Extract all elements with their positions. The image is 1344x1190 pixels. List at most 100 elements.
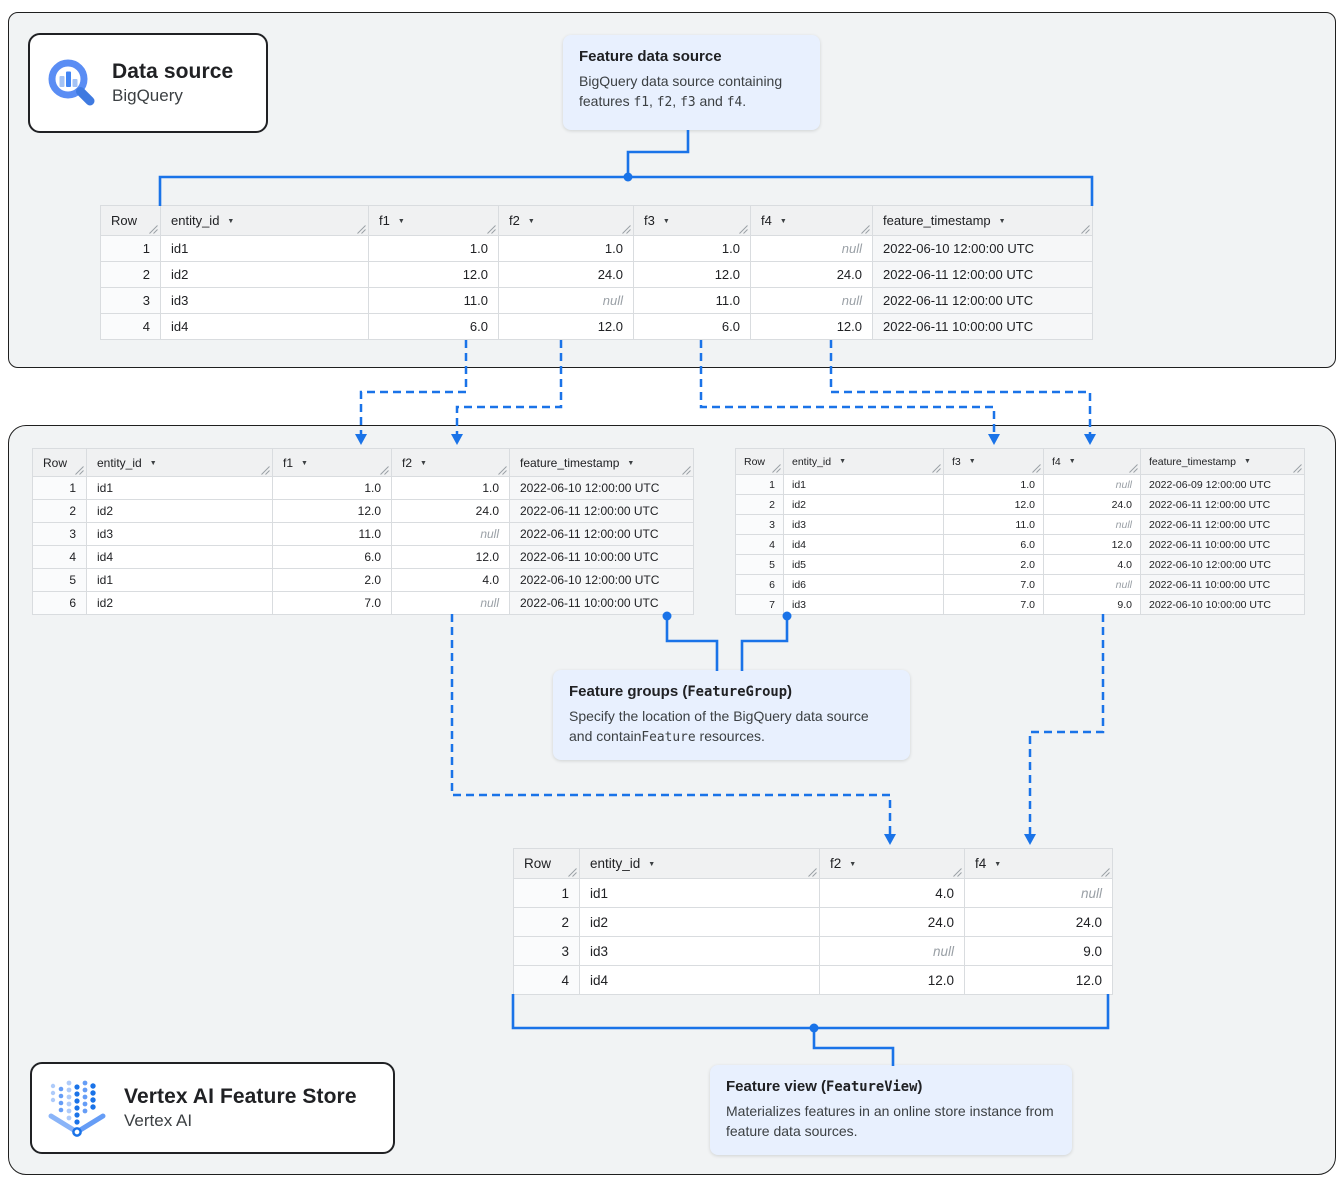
- column-header-f2[interactable]: f2▼: [819, 848, 965, 879]
- cell-Row: 2: [735, 494, 784, 515]
- column-header-f2[interactable]: f2▼: [498, 205, 634, 236]
- bigquery-magnifier-icon: [44, 55, 100, 111]
- resize-handle-icon[interactable]: [953, 868, 962, 877]
- plain-text: and: [695, 93, 727, 110]
- column-label: entity_id: [97, 455, 142, 470]
- column-label: entity_id: [171, 213, 220, 228]
- resize-handle-icon[interactable]: [498, 466, 507, 475]
- sort-arrow-icon[interactable]: ▼: [527, 218, 535, 225]
- resize-handle-icon[interactable]: [1081, 225, 1090, 234]
- sort-arrow-icon[interactable]: ▼: [839, 457, 847, 465]
- sort-arrow-icon[interactable]: ▼: [662, 218, 670, 225]
- cell-feature_timestamp: 2022-06-11 12:00:00 UTC: [509, 522, 694, 546]
- sort-arrow-icon[interactable]: ▼: [968, 457, 976, 465]
- cell-f4: null: [1043, 474, 1141, 495]
- resize-handle-icon[interactable]: [261, 466, 270, 475]
- plain-text: Feature groups (: [569, 683, 688, 700]
- cell-f4: null: [1043, 574, 1141, 595]
- cell-entity_id: id4: [579, 965, 820, 995]
- cell-f4: 24.0: [1043, 494, 1141, 515]
- resize-handle-icon[interactable]: [487, 225, 496, 234]
- sort-arrow-icon[interactable]: ▼: [1068, 457, 1076, 465]
- plain-text: .: [742, 93, 747, 110]
- sort-arrow-icon[interactable]: ▼: [420, 459, 427, 467]
- column-header-f2[interactable]: f2▼: [391, 448, 510, 477]
- plain-text: resources.: [695, 728, 765, 745]
- resize-handle-icon[interactable]: [622, 225, 631, 234]
- column-header-feature_timestamp[interactable]: feature_timestamp ▼: [1140, 448, 1305, 475]
- resize-handle-icon[interactable]: [149, 225, 158, 234]
- sort-arrow-icon[interactable]: ▼: [849, 861, 857, 868]
- cell-f1: 11.0: [272, 522, 392, 546]
- resize-handle-icon[interactable]: [932, 464, 941, 473]
- cell-feature_timestamp: 2022-06-11 10:00:00 UTC: [509, 591, 694, 615]
- sort-arrow-icon[interactable]: ▼: [397, 218, 405, 225]
- column-header-Row: Row: [100, 205, 161, 236]
- resize-handle-icon[interactable]: [739, 225, 748, 234]
- cell-f2: 24.0: [819, 907, 965, 937]
- sort-arrow-icon[interactable]: ▼: [994, 861, 1002, 868]
- column-header-f4[interactable]: f4▼: [964, 848, 1113, 879]
- column-header-feature_timestamp[interactable]: feature_timestamp ▼: [509, 448, 694, 477]
- resize-handle-icon[interactable]: [1032, 464, 1041, 473]
- cell-f2: 12.0: [391, 545, 510, 569]
- sort-arrow-icon[interactable]: ▼: [779, 218, 787, 225]
- cell-feature_timestamp: 2022-06-10 12:00:00 UTC: [1140, 554, 1305, 575]
- column-header-entity_id[interactable]: entity_id▼: [783, 448, 944, 475]
- sort-arrow-icon[interactable]: ▼: [227, 218, 235, 225]
- column-header-Row: Row: [735, 448, 784, 475]
- column-label: feature_timestamp: [1149, 455, 1236, 468]
- column-header-f3[interactable]: f3▼: [633, 205, 751, 236]
- resize-handle-icon[interactable]: [808, 868, 817, 877]
- column-header-entity_id[interactable]: entity_id ▼: [86, 448, 273, 477]
- cell-f4: null: [750, 235, 873, 262]
- cell-f3: 1.0: [633, 235, 751, 262]
- column-label: feature_timestamp: [520, 455, 620, 470]
- cell-f2: 12.0: [819, 965, 965, 995]
- column-header-f1[interactable]: f1▼: [272, 448, 392, 477]
- column-header-f4[interactable]: f4▼: [1043, 448, 1141, 475]
- plain-text: BigQuery data source containing features: [579, 73, 783, 110]
- resize-handle-icon[interactable]: [75, 466, 84, 475]
- card-subtitle: Vertex AI: [124, 1111, 193, 1131]
- resize-handle-icon[interactable]: [1101, 868, 1110, 877]
- cell-f4: 9.0: [964, 936, 1113, 966]
- sort-arrow-icon[interactable]: ▼: [1243, 457, 1251, 465]
- column-header-feature_timestamp[interactable]: feature_timestamp▼: [872, 205, 1093, 236]
- sort-arrow-icon[interactable]: ▼: [149, 459, 157, 467]
- column-header-entity_id[interactable]: entity_id ▼: [160, 205, 369, 236]
- resize-handle-icon[interactable]: [1293, 464, 1302, 473]
- sort-arrow-icon[interactable]: ▼: [998, 218, 1006, 225]
- column-header-f4[interactable]: f4▼: [750, 205, 873, 236]
- column-header-f3[interactable]: f3▼: [943, 448, 1044, 475]
- cell-f4: 4.0: [1043, 554, 1141, 575]
- column-header-f1[interactable]: f1▼: [368, 205, 499, 236]
- sort-arrow-icon[interactable]: ▼: [301, 459, 308, 467]
- column-header-entity_id[interactable]: entity_id▼: [579, 848, 820, 879]
- resize-handle-icon[interactable]: [1129, 464, 1138, 473]
- resize-handle-icon[interactable]: [357, 225, 366, 234]
- cell-entity_id: id3: [783, 594, 944, 615]
- cell-f4: null: [1043, 514, 1141, 535]
- sort-arrow-icon[interactable]: ▼: [627, 459, 635, 467]
- cell-f1: 12.0: [272, 499, 392, 523]
- data-source-card-text: Data source BigQuery: [112, 60, 233, 106]
- callout-body: Materializes features in an online store…: [726, 1101, 1056, 1142]
- resize-handle-icon[interactable]: [380, 466, 389, 475]
- cell-Row: 3: [513, 936, 580, 966]
- cell-feature_timestamp: 2022-06-11 12:00:00 UTC: [872, 261, 1093, 288]
- resize-handle-icon[interactable]: [568, 868, 577, 877]
- cell-entity_id: id3: [160, 287, 369, 314]
- resize-handle-icon[interactable]: [861, 225, 870, 234]
- resize-handle-icon[interactable]: [682, 466, 691, 475]
- cell-Row: 5: [735, 554, 784, 575]
- cell-feature_timestamp: 2022-06-10 12:00:00 UTC: [509, 476, 694, 500]
- resize-handle-icon[interactable]: [772, 464, 781, 473]
- feature-view-callout: Feature view (FeatureView) Materializes …: [710, 1065, 1072, 1155]
- sort-arrow-icon[interactable]: ▼: [648, 861, 656, 868]
